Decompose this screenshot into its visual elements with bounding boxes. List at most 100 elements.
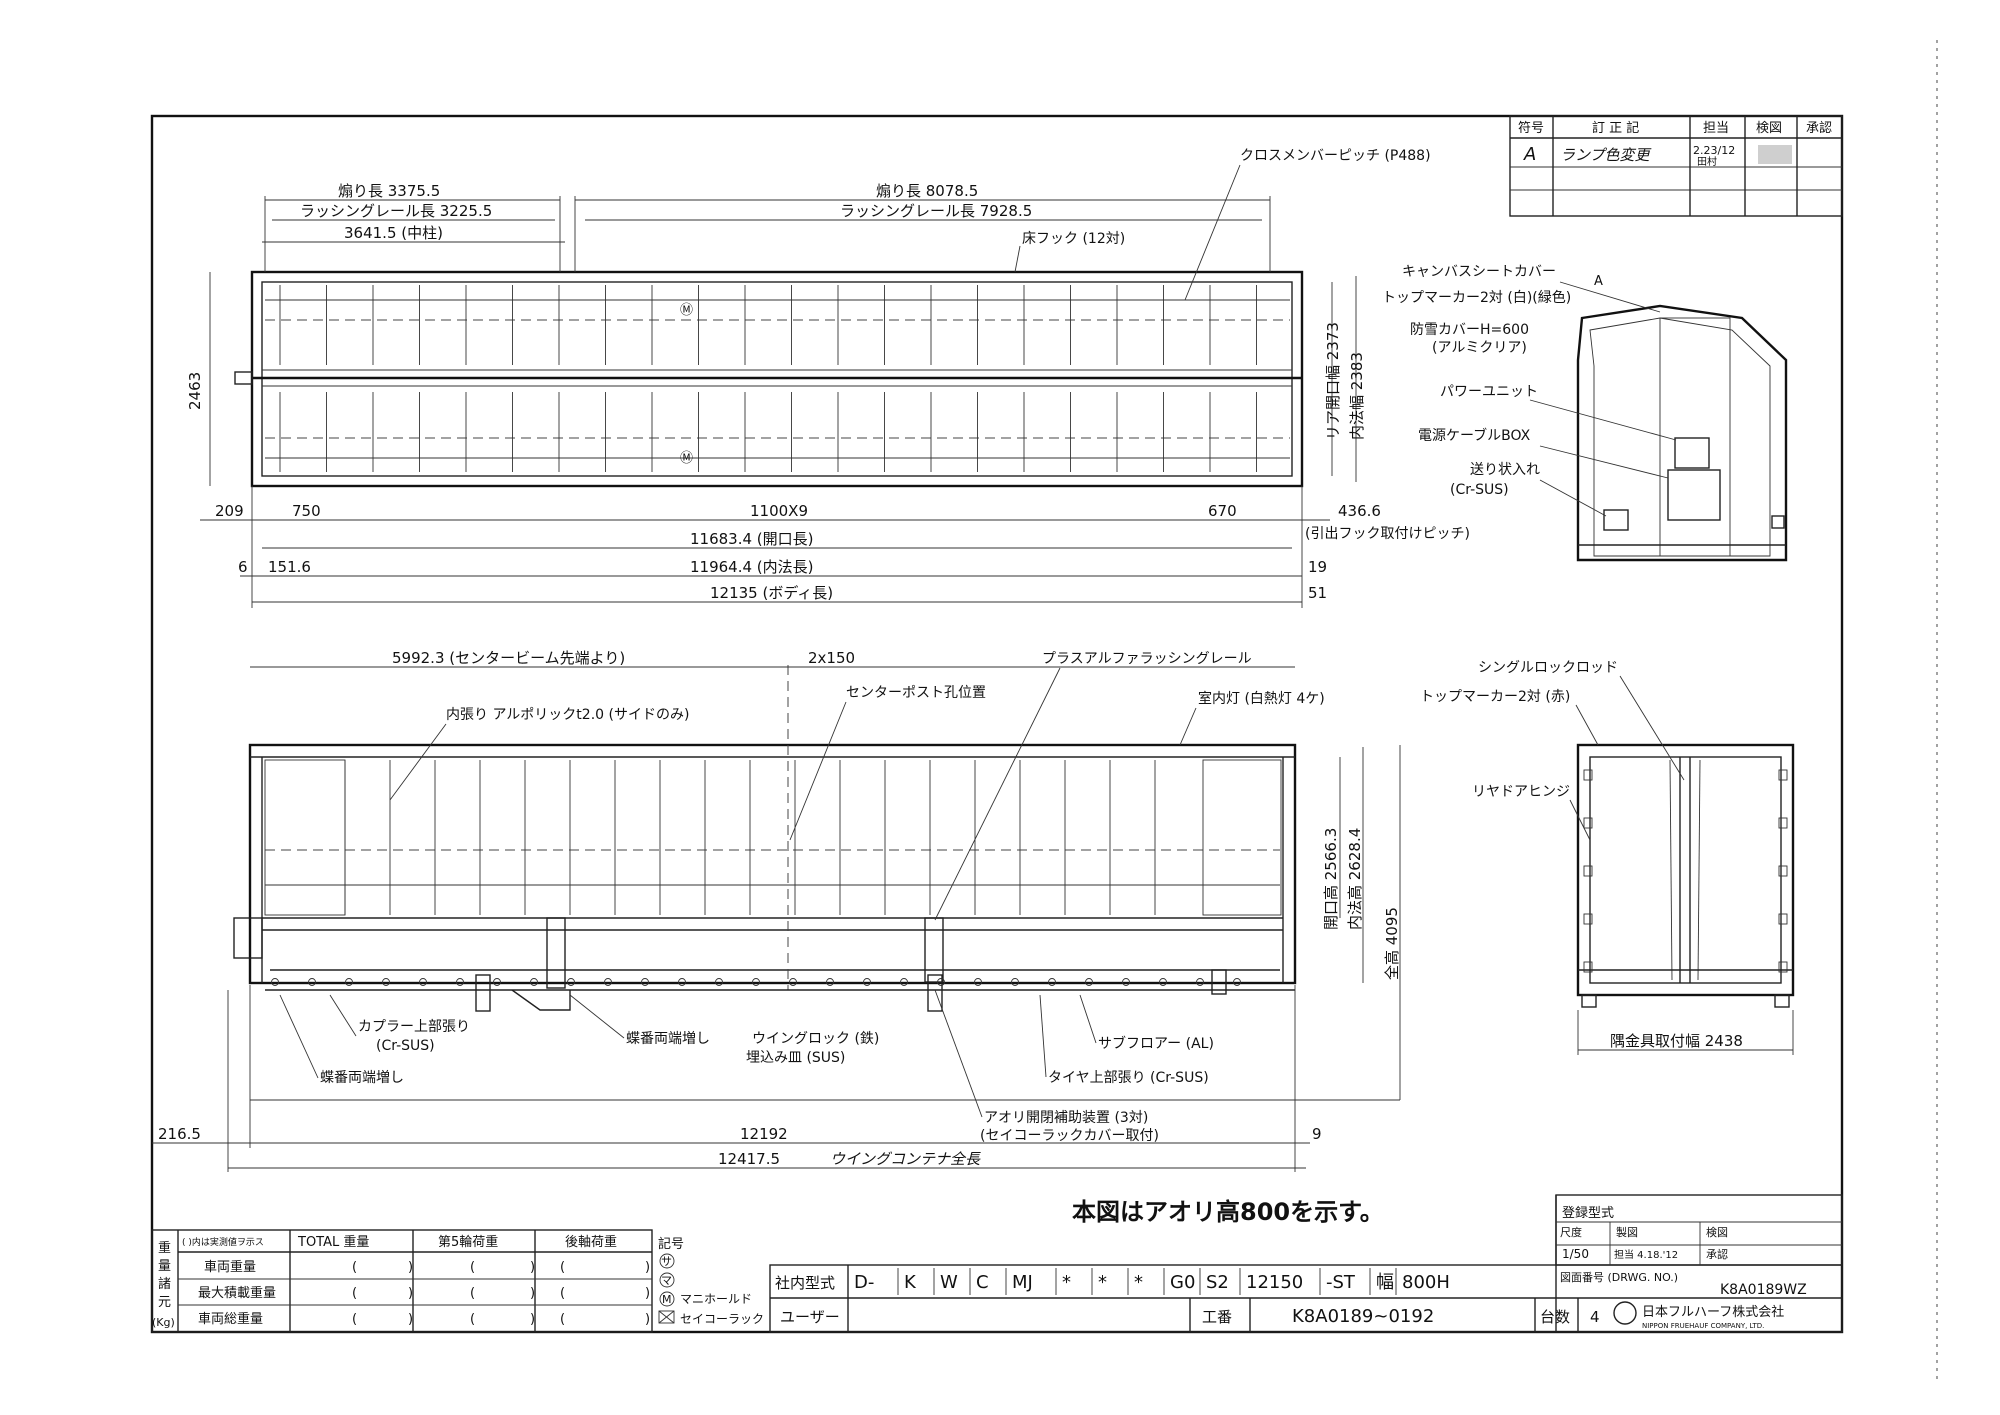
label-stopper-sub: (Cr-SUS) bbox=[1450, 482, 1509, 498]
model-cell-3: C bbox=[976, 1272, 989, 1293]
weight-col-note: ( )内は実測値ヲ示ス bbox=[182, 1236, 264, 1248]
redacted-signature bbox=[1758, 145, 1792, 164]
label-hinge-ext-1: 蝶番両端増し bbox=[320, 1070, 404, 1086]
rev-row-mark: A bbox=[1523, 144, 1536, 165]
dim-corner-width: 隅金具取付幅 2438 bbox=[1610, 1032, 1743, 1050]
drawing-frame bbox=[150, 114, 1844, 1334]
dim-hook-pitch: 436.6 bbox=[1338, 502, 1381, 520]
marker-m-bottom: Ⓜ bbox=[680, 451, 693, 466]
rev-row-signed: 田村 bbox=[1697, 155, 1717, 168]
scale-label: 尺度 bbox=[1560, 1225, 1582, 1239]
symbol-legend: 記号 サ マ M マニホールド セイコーラック bbox=[658, 1236, 764, 1326]
model-cell-9: S2 bbox=[1206, 1272, 1229, 1293]
model-cell-11: -ST bbox=[1326, 1272, 1356, 1293]
model-cell-5: * bbox=[1062, 1272, 1071, 1293]
label-center-post: センターポスト孔位置 bbox=[846, 685, 986, 701]
weight-table: 重 量 諸 元 (Kg) ( )内は実測値ヲ示ス TOTAL 重量 第5輪荷重 … bbox=[151, 1229, 653, 1333]
dim-gauge-length-rear: 煽り長 8078.5 bbox=[876, 182, 978, 200]
model-cell-0: D- bbox=[854, 1272, 874, 1293]
designer-label: 製図 bbox=[1616, 1225, 1638, 1239]
label-guard-cover-sub: (アルミクリア) bbox=[1432, 340, 1527, 356]
label-rear-hinge: リヤドアヒンジ bbox=[1472, 784, 1570, 800]
rear-end-view: シングルロックロッド トップマーカー2対 (赤) リヤドアヒンジ 隅金具取付幅 … bbox=[1420, 660, 1795, 1055]
checker-label: 検図 bbox=[1706, 1225, 1728, 1239]
company-name: 日本フルハーフ株式会社 bbox=[1642, 1304, 1784, 1320]
dim-opening-length: 11683.4 (開口長) bbox=[690, 530, 814, 548]
label-wing-lock-sub: 埋込み皿 (SUS) bbox=[746, 1050, 845, 1066]
drawing-no-label: 図面番号 (DRWG. NO.) bbox=[1560, 1271, 1678, 1284]
rev-head-desc: 訂 正 記 bbox=[1592, 120, 1639, 136]
label-top-marker-red: トップマーカー2対 (赤) bbox=[1420, 689, 1570, 705]
drawing-date: 担当 4.18.'12 bbox=[1614, 1248, 1678, 1261]
paren-open: ( bbox=[560, 1286, 565, 1301]
legend-sym-ma: マ bbox=[661, 1274, 672, 1287]
label-coupler-sub: (Cr-SUS) bbox=[376, 1038, 435, 1054]
weight-side-3: 諸 bbox=[158, 1276, 171, 1292]
paren-open: ( bbox=[560, 1260, 565, 1275]
label-aori-assist-sub: (セイコーラックカバー取付) bbox=[980, 1128, 1159, 1144]
label-plus-alpha-rail: プラスアルファラッシングレール bbox=[1042, 651, 1252, 667]
dim-151: 151.6 bbox=[268, 558, 311, 576]
dim-2x150: 2x150 bbox=[808, 649, 855, 667]
scale-value: 1/50 bbox=[1562, 1247, 1589, 1261]
legend-seiko-rack: セイコーラック bbox=[680, 1312, 764, 1326]
paren-open: ( bbox=[470, 1260, 475, 1275]
dim-body-length: 12135 (ボディ長) bbox=[710, 584, 833, 602]
dim-center-pillar: 3641.5 (中柱) bbox=[344, 224, 443, 242]
weight-row-gross: 車両総重量 bbox=[198, 1311, 263, 1327]
label-aori-assist: アオリ開閉補助装置 (3対) bbox=[984, 1110, 1148, 1126]
paren-close: ) bbox=[645, 1260, 650, 1275]
rev-head-mark: 符号 bbox=[1518, 120, 1544, 136]
label-sub-floor: サブフロアー (AL) bbox=[1098, 1035, 1214, 1052]
label-wing-lock: ウイングロック (鉄) bbox=[752, 1031, 879, 1047]
marker-m-top: Ⓜ bbox=[680, 303, 693, 318]
paren-close: ) bbox=[530, 1286, 535, 1301]
dim-total-height: 全高 4095 bbox=[1383, 907, 1401, 980]
paren-close: ) bbox=[530, 1312, 535, 1327]
rev-head-charge: 担当 bbox=[1703, 121, 1729, 136]
legend-manifold: マニホールド bbox=[680, 1292, 752, 1306]
paren-close: ) bbox=[408, 1286, 413, 1301]
dim-750: 750 bbox=[292, 502, 321, 520]
paren-close: ) bbox=[408, 1260, 413, 1275]
model-cell-6: * bbox=[1098, 1272, 1107, 1293]
dim-width-2463: 2463 bbox=[186, 372, 204, 410]
revision-table: 符号 訂 正 記 担当 検図 承認 A ランプ色変更 2.23/12 田村 bbox=[1509, 115, 1843, 217]
label-floor-hook: 床フック (12対) bbox=[1022, 231, 1125, 247]
model-cell-12: 幅 bbox=[1376, 1272, 1394, 1293]
label-tire-cover: タイヤ上部張り (Cr-SUS) bbox=[1048, 1070, 1209, 1086]
label-cable-box: 電源ケーブルBOX bbox=[1418, 427, 1531, 444]
qty-value: 4 bbox=[1590, 1308, 1600, 1326]
paren-open: ( bbox=[470, 1286, 475, 1301]
weight-row-max-load: 最大積載重量 bbox=[198, 1285, 276, 1301]
drawing-note: 本図はアオリ高800を示す。 bbox=[1072, 1198, 1384, 1226]
front-end-view: キャンバスシートカバー トップマーカー2対 (白)(緑色) A 防雪カバーH=6… bbox=[1382, 264, 1788, 562]
dim-51: 51 bbox=[1308, 584, 1327, 602]
weight-side-4: 元 bbox=[158, 1295, 171, 1310]
dim-lashing-rail-front: ラッシングレール長 3225.5 bbox=[300, 202, 492, 220]
model-cell-4: MJ bbox=[1012, 1272, 1033, 1293]
dim-inner-length: 11964.4 (内法長) bbox=[690, 558, 814, 576]
paren-close: ) bbox=[645, 1312, 650, 1327]
paren-open: ( bbox=[470, 1312, 475, 1327]
label-single-lock: シングルロックロッド bbox=[1478, 660, 1618, 676]
label-canvas-cover: キャンバスシートカバー bbox=[1402, 264, 1556, 280]
legend-sym-m: M bbox=[662, 1293, 672, 1306]
model-cell-10: 12150 bbox=[1246, 1272, 1303, 1293]
weight-side-5: (Kg) bbox=[152, 1316, 175, 1329]
company-logo bbox=[1613, 1301, 1637, 1325]
rev-head-approve: 承認 bbox=[1806, 120, 1832, 136]
approver-label: 承認 bbox=[1706, 1247, 1728, 1261]
weight-row-vehicle: 車両重量 bbox=[204, 1259, 256, 1275]
label-top-marker-white: トップマーカー2対 (白)(緑色) bbox=[1382, 289, 1571, 306]
dim-from-center-beam: 5992.3 (センタービーム先端より) bbox=[392, 649, 625, 667]
model-cell-13: 800H bbox=[1402, 1272, 1450, 1293]
dim-209: 209 bbox=[215, 502, 244, 520]
dim-opening-height: 開口高 2566.3 bbox=[1322, 828, 1340, 930]
weight-col-fifth: 第5輪荷重 bbox=[438, 1234, 498, 1250]
dim-total-length-note: ウイングコンテナ全長 bbox=[830, 1150, 981, 1168]
paren-close: ) bbox=[408, 1312, 413, 1327]
qty-label: 台数 bbox=[1540, 1308, 1570, 1326]
dim-pitch: 1100X9 bbox=[750, 502, 808, 520]
dim-9: 9 bbox=[1312, 1125, 1322, 1143]
